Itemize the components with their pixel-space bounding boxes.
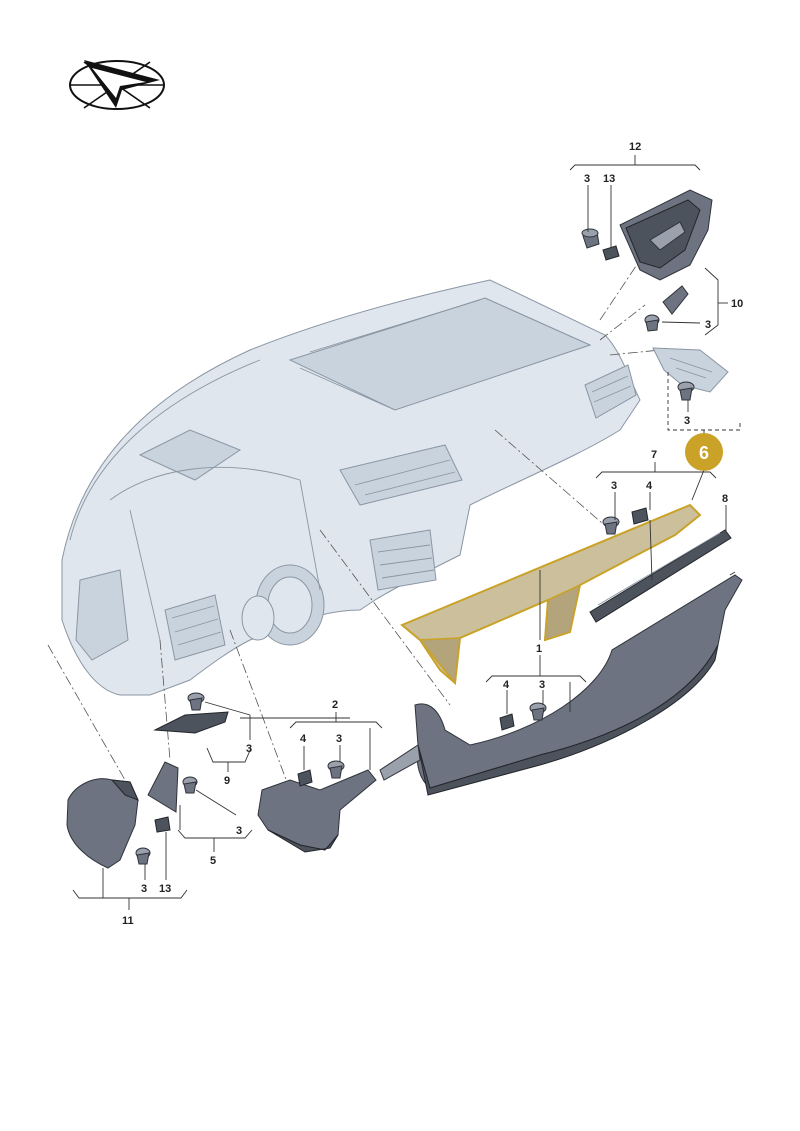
clip-3-group5 (182, 776, 198, 794)
clip-4-group2 (297, 769, 313, 787)
clip-13-top (602, 245, 620, 261)
callout-leaders (72, 155, 741, 910)
part-9-small-trim (153, 711, 229, 734)
callout-12: 12 (629, 141, 641, 153)
clip-3-mid (644, 314, 660, 332)
clip-3-bracket (677, 381, 695, 401)
callout-2: 2 (332, 699, 338, 711)
callout-labels: 12 3 13 10 3 3 7 3 4 8 1 4 3 2 4 3 3 9 3… (122, 141, 743, 927)
clip-4-group7 (631, 507, 649, 525)
clip-4-group1 (499, 713, 515, 731)
callout-1: 1 (536, 643, 542, 655)
part-11-corner-cover (66, 778, 139, 869)
assembly-lines (47, 259, 661, 791)
clip-3-top (581, 228, 600, 249)
callout-10: 10 (731, 298, 743, 310)
clip-3-group2 (327, 760, 345, 779)
callout-6: 6 (699, 443, 709, 463)
callout-3: 3 (584, 173, 590, 185)
callout-11: 11 (122, 915, 134, 927)
callout-3: 3 (141, 883, 147, 895)
clip-3-group1 (529, 702, 547, 721)
callout-5: 5 (210, 855, 216, 867)
clip-3-group11 (135, 847, 151, 865)
callout-8: 8 (722, 493, 728, 505)
bracket-10-upper (662, 285, 689, 315)
dashboard-context-ghost (61, 279, 641, 696)
compass-arrow-logo-icon (69, 60, 165, 110)
clip-3-group9 (187, 692, 205, 711)
bracket-10-lower (652, 347, 729, 393)
clip-13-group5 (154, 816, 171, 833)
part-1-lower-trim-panel (379, 574, 743, 796)
callout-3: 3 (236, 825, 242, 837)
callout-9: 9 (224, 775, 230, 787)
callout-7: 7 (651, 449, 657, 461)
callout-3: 3 (336, 733, 342, 745)
callout-13: 13 (603, 173, 615, 185)
highlight-badge-6: 6 (685, 433, 723, 471)
part-5-side-trim (147, 761, 179, 813)
part-6-decorative-trim-highlighted (400, 503, 702, 686)
callout-3: 3 (684, 415, 690, 427)
callout-3: 3 (246, 743, 252, 755)
callout-4: 4 (300, 733, 307, 745)
callout-4: 4 (646, 480, 653, 492)
callout-4: 4 (503, 679, 510, 691)
part-12-trim-cover (619, 189, 713, 281)
callout-13: 13 (159, 883, 171, 895)
callout-3: 3 (705, 319, 711, 331)
callout-3: 3 (611, 480, 617, 492)
clip-3-group7 (602, 516, 620, 535)
part-8-trim-strip (589, 529, 732, 623)
callout-3: 3 (539, 679, 545, 691)
part-2-lower-left-panel (257, 769, 377, 853)
